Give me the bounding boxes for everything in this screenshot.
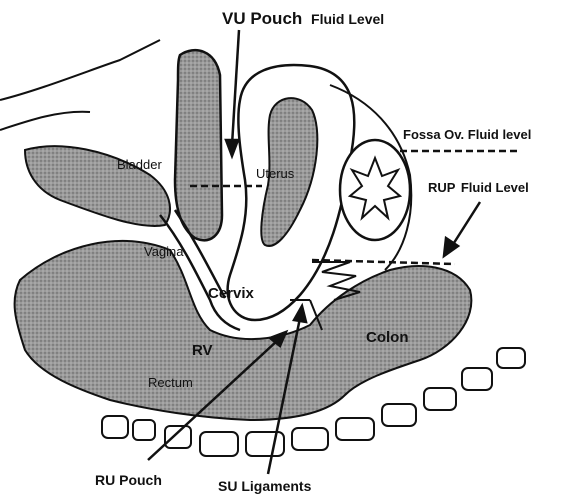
rv-label: RV [192, 342, 213, 359]
colon-label: Colon [366, 329, 409, 346]
rectum-label: Rectum [148, 375, 193, 390]
vagina-label: Vagina [144, 244, 184, 259]
vu-pouch-label: VU Pouch Fluid Level [222, 9, 384, 28]
cervix-label: Cervix [208, 285, 255, 302]
rup-label: RUP Fluid Level [428, 180, 529, 195]
fossa-label: Fossa Ov. Fluid level [403, 127, 531, 142]
bladder-label: Bladder [117, 157, 162, 172]
bladder-shape [175, 50, 222, 240]
body-wall-outline [0, 40, 160, 130]
ru-pouch-label: RU Pouch [95, 472, 162, 488]
su-ligaments-label: SU Ligaments [218, 478, 312, 494]
uterus-label: Uterus [256, 166, 295, 181]
